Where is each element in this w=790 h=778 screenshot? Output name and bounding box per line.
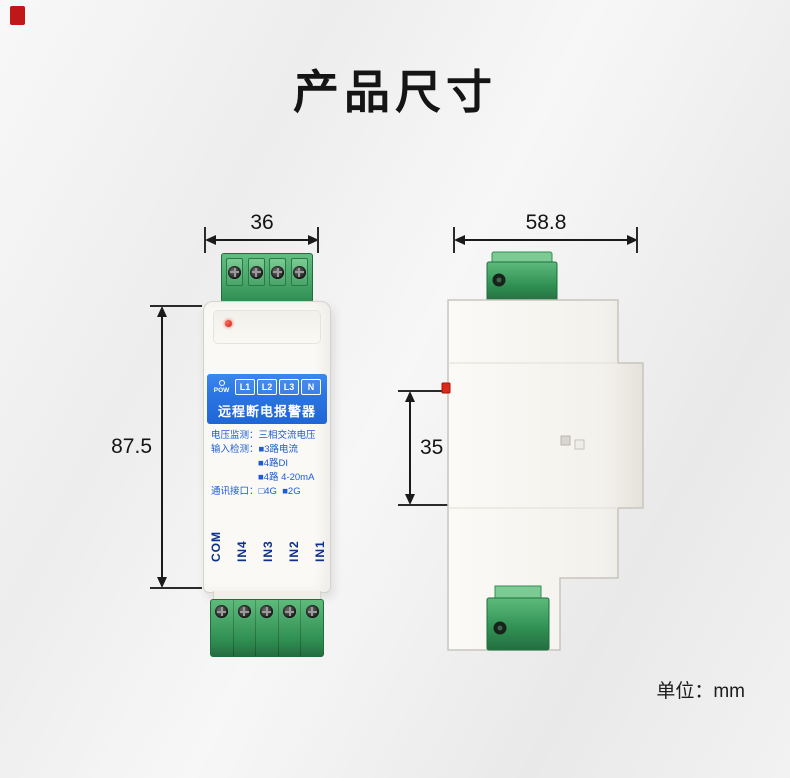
spec-line: 输入检测：■3路电流 [211, 444, 299, 455]
io-label-in1: IN1 [313, 540, 327, 562]
terminal-screw-icon [305, 605, 319, 618]
extension-line [204, 227, 206, 253]
front-bottom-terminal-block [210, 599, 324, 657]
terminal-screw-icon [283, 605, 297, 618]
arrowhead-right-icon [627, 235, 638, 245]
terminal-slot [269, 258, 287, 286]
terminal-screw-icon [237, 605, 251, 618]
side-rail-height-value: 35 [420, 436, 444, 459]
brand-logo-icon [10, 6, 25, 25]
unit-label: 单位：mm [656, 681, 745, 702]
arrowhead-up-icon [157, 306, 167, 317]
terminal-screw-icon [292, 265, 306, 279]
terminal-slot [256, 600, 279, 656]
extension-line [453, 227, 455, 253]
din-clip-detail [560, 435, 585, 450]
terminal-screw-icon [228, 265, 242, 279]
terminal-screw-icon [260, 605, 274, 618]
terminal-screw-icon [249, 265, 263, 279]
extension-line [398, 504, 450, 506]
page-title: 产品尺寸 [293, 66, 497, 118]
arrowhead-down-icon [405, 494, 415, 505]
terminal-slot [301, 600, 323, 656]
terminal-slot [279, 600, 302, 656]
terminal-slot [226, 258, 244, 286]
body-molding [213, 310, 321, 344]
spec-line: 通讯接口：□4G ■2G [211, 486, 301, 497]
io-label-row: COM IN4 IN3 IN2 IN1 [209, 504, 327, 562]
side-width-dimension: 58.8 [454, 211, 638, 246]
side-power-led-indicator [441, 382, 451, 394]
terminal-slot [234, 600, 257, 656]
front-top-terminal-block [221, 253, 313, 303]
spec-line: 电压监测：三相交流电压 [211, 430, 316, 441]
extension-line [150, 587, 202, 589]
side-width-value: 58.8 [525, 211, 567, 234]
terminal-slot [290, 258, 308, 286]
io-label-com: COM [209, 531, 223, 562]
spec-line: ■4路DI [258, 458, 289, 469]
terminal-label-l3: L3 [279, 379, 299, 395]
extension-line [398, 390, 450, 392]
extension-line [150, 305, 202, 307]
pow-led-icon [218, 379, 225, 386]
terminal-label-row: POW L1 L2 L3 N [210, 376, 324, 398]
io-label-in3: IN3 [261, 540, 275, 562]
device-front-view: POW L1 L2 L3 N 远程断电报警器 电压监测：三相交流电压 输入检测：… [203, 253, 331, 658]
front-width-dimension: 36 [205, 211, 319, 246]
front-height-value: 87.5 [111, 435, 152, 458]
spec-line: ■4路 4-20mA [258, 472, 315, 483]
front-height-dimension: 87.5 [111, 306, 168, 588]
io-label-in4: IN4 [235, 540, 249, 562]
arrowhead-left-icon [205, 235, 216, 245]
device-side-view [441, 251, 644, 651]
terminal-screw-icon [215, 605, 229, 618]
side-rail-height-dimension: 35 [404, 391, 443, 505]
extension-line [317, 227, 319, 253]
spec-text-block: 电压监测：三相交流电压 输入检测：■3路电流 ■4路DI ■4路 4-20mA … [211, 429, 327, 499]
arrowhead-up-icon [405, 391, 415, 402]
power-led-indicator [225, 320, 232, 327]
side-bottom-terminal-block [486, 585, 550, 651]
arrowhead-left-icon [454, 235, 465, 245]
front-width-value: 36 [250, 211, 274, 234]
side-top-terminal-block [486, 251, 558, 303]
arrowhead-down-icon [157, 577, 167, 588]
terminal-label-n: N [301, 379, 321, 395]
terminal-slot [247, 258, 265, 286]
device-front-body: POW L1 L2 L3 N 远程断电报警器 电压监测：三相交流电压 输入检测：… [203, 301, 331, 593]
io-label-in2: IN2 [287, 540, 301, 562]
terminal-label-l1: L1 [235, 379, 255, 395]
extension-line [636, 227, 638, 253]
product-name: 远程断电报警器 [217, 403, 316, 419]
terminal-screw-icon [271, 265, 285, 279]
terminal-label-l2: L2 [257, 379, 277, 395]
terminal-slot [211, 600, 234, 656]
device-label-panel: POW L1 L2 L3 N 远程断电报警器 [207, 374, 327, 424]
pow-label: POW [210, 379, 233, 395]
arrowhead-right-icon [308, 235, 319, 245]
